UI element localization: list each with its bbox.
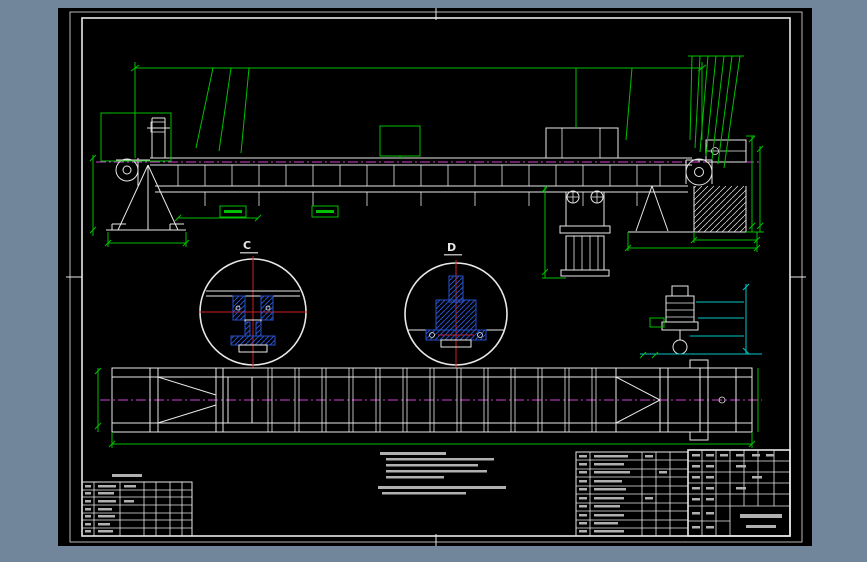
- boxed-dim-1: [219, 205, 247, 218]
- weight-base: [560, 269, 610, 277]
- tail-height-dim: [89, 154, 97, 236]
- technical-notes: [112, 452, 506, 495]
- detail-d-bolt-r: [477, 332, 483, 338]
- note-line: [382, 492, 466, 495]
- detail-c-bolt-r: [265, 305, 271, 311]
- title-block-outline: [687, 449, 791, 537]
- sheet-background: [58, 8, 812, 546]
- drawing-sheet: [58, 8, 812, 546]
- tail-dim-box: [100, 112, 172, 162]
- note-line: [380, 452, 446, 455]
- boxed-dim-2: [311, 205, 339, 218]
- detail-d-label: D: [447, 241, 456, 254]
- detail-c-hatch-right: [260, 295, 274, 321]
- item-leaders-right: [688, 55, 744, 169]
- motor-aux-dims: [640, 283, 762, 355]
- plan-belt-edges: [112, 376, 752, 424]
- bom-left-outline: [81, 481, 193, 537]
- bom-table-left: [81, 481, 193, 537]
- weight-plates: [573, 236, 599, 270]
- detail-c-base-hatch: [230, 335, 276, 346]
- detail-c-hatch-left: [232, 295, 246, 321]
- title-block-text: [692, 454, 782, 529]
- detail-c-stem-hatch-l: [244, 321, 251, 337]
- head-wall-hatch: [694, 186, 746, 232]
- boxed-dim-1-text: [224, 210, 242, 213]
- sheave-crosses: [567, 191, 603, 203]
- item-leaders-left: [195, 67, 633, 154]
- plan-head-details: [615, 368, 737, 432]
- overall-length-dim: [130, 62, 707, 158]
- tail-length-dims: [104, 214, 262, 247]
- drive-housing-details: [540, 128, 624, 159]
- note-line: [386, 470, 487, 473]
- head-height-dims: [746, 135, 764, 233]
- plan-outline: [111, 367, 753, 433]
- drive-motor-detail: [639, 283, 762, 359]
- centering-marks: [66, 8, 806, 546]
- detail-c-underline: [240, 252, 258, 254]
- bom-left-grid: [82, 482, 192, 536]
- detail-d-bolt-l: [429, 332, 435, 338]
- motor-fins: [666, 302, 694, 318]
- return-roller-hangers: [204, 192, 638, 206]
- detail-view-c: C: [199, 239, 307, 368]
- head-pulley-shaft: [694, 167, 704, 177]
- elevation-view: [89, 55, 764, 279]
- chute-flange: [150, 121, 166, 133]
- head-base-dims: [624, 232, 761, 252]
- note-line: [386, 476, 444, 479]
- note-line: [386, 458, 494, 461]
- title-text-sub: [746, 525, 776, 528]
- tail-support-frame: [106, 158, 186, 231]
- detail-c-stem-hatch-r: [255, 321, 262, 337]
- detail-d-body-hatch: [435, 299, 477, 331]
- takeup-assembly: [559, 190, 611, 277]
- note-line: [386, 464, 478, 467]
- plan-note-label: [112, 474, 142, 477]
- detail-c-foot: [238, 344, 268, 353]
- roller-stands: [177, 165, 661, 186]
- title-block: [687, 449, 791, 537]
- motor-dim-box: [649, 317, 665, 328]
- plan-bearing-top: [689, 359, 709, 369]
- detail-d-flange-hatch: [425, 329, 487, 341]
- drive-unit: [540, 127, 624, 159]
- detail-d-shaft-hatch: [448, 275, 464, 303]
- plan-bearing-bottom: [689, 431, 709, 441]
- detail-d-underline: [444, 254, 462, 256]
- detail-view-d: D: [404, 241, 508, 368]
- bom-left-cell-text: [85, 485, 136, 533]
- detail-c-centerlines: [199, 256, 307, 368]
- head-pulley-assembly: [628, 139, 758, 233]
- note-line: [378, 486, 506, 489]
- plan-view: [94, 359, 762, 448]
- elevation-dimensions: [89, 55, 764, 279]
- discharge-bolt: [711, 147, 719, 155]
- bom-table-center: [575, 451, 689, 537]
- feed-chute: [147, 117, 170, 158]
- takeup-height-dim: [541, 185, 566, 279]
- boxed-dim-2-text: [316, 210, 334, 213]
- bom-center-cell-text: [579, 455, 667, 533]
- plan-cross-members: [267, 368, 597, 432]
- motor-base-ticks: [639, 351, 659, 359]
- title-text-main: [740, 514, 782, 518]
- detail-c-label: C: [243, 239, 251, 252]
- plan-chute-block: [227, 376, 253, 424]
- takeup-crossbar: [559, 225, 611, 234]
- tail-pulley-shaft: [122, 165, 132, 175]
- detail-d-foot: [440, 339, 472, 348]
- tail-pulley-assembly: [106, 117, 186, 231]
- plan-tail-details: [149, 368, 224, 432]
- plan-dimensions: [94, 367, 759, 448]
- takeup-rods: [565, 192, 605, 226]
- bom-center-grid: [576, 452, 688, 536]
- plan-shaft-end: [718, 396, 726, 404]
- detail-c-bolt-l: [235, 305, 241, 311]
